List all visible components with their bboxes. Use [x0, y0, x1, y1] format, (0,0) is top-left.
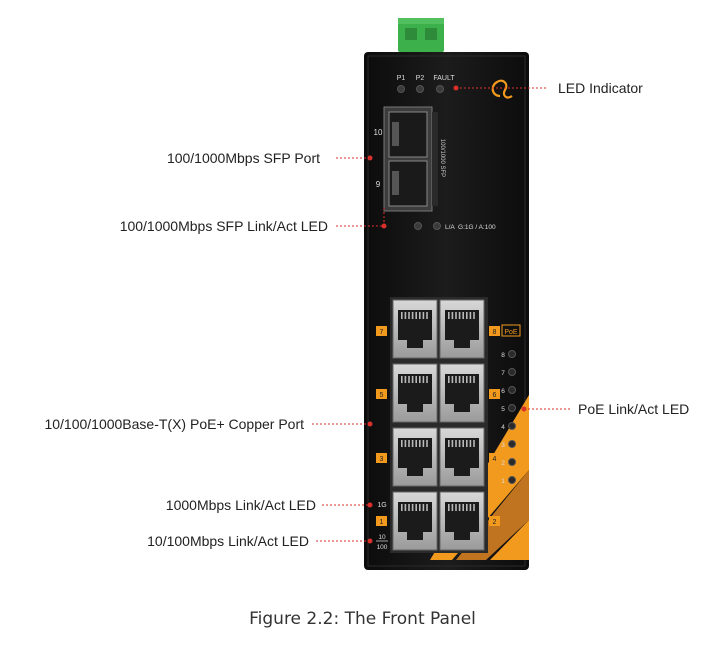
system-led-group: P1 P2 FAULT	[397, 75, 455, 93]
led-label-p2: P2	[416, 75, 425, 82]
port-number-8: 8	[493, 329, 497, 336]
port-number-6: 6	[493, 392, 497, 399]
callout-poe-led: PoE Link/Act LED	[578, 401, 690, 417]
poe-led-group: PoE 8 7 6 5 4 3 2 1	[501, 324, 521, 485]
poe-led	[508, 476, 516, 484]
poe-led	[508, 440, 516, 448]
speed-label-1g: 1G	[377, 502, 386, 509]
poe-led-number: 4	[501, 424, 505, 431]
poe-led-number: 6	[501, 388, 505, 395]
port-number-1: 1	[380, 519, 384, 526]
sfp-led-group: L/A G:1G / A:100	[414, 222, 496, 231]
power-terminal-block	[398, 18, 444, 52]
speed-label-100: 100	[377, 544, 388, 551]
sfp-port-number-10: 10	[374, 128, 383, 137]
rj45-port	[392, 491, 438, 551]
rj45-port	[392, 427, 438, 487]
port-number-5: 5	[380, 392, 384, 399]
poe-led-number: 7	[501, 370, 505, 377]
figure-caption: Figure 2.2: The Front Panel	[249, 609, 476, 629]
port-number-4: 4	[493, 456, 497, 463]
poe-led	[508, 386, 516, 394]
led-label-fault: FAULT	[433, 75, 455, 82]
sfp-led-label: L/A G:1G / A:100	[445, 224, 496, 231]
rj45-port	[439, 363, 485, 423]
poe-led-number: 2	[501, 460, 505, 467]
callout-led-1000: 1000Mbps Link/Act LED	[165, 497, 316, 513]
poe-led	[508, 458, 516, 466]
led-fault	[436, 85, 444, 93]
poe-led-number: 8	[501, 352, 505, 359]
poe-led	[508, 404, 516, 412]
poe-led	[508, 422, 516, 430]
poe-led-number: 3	[501, 442, 505, 449]
poe-led-number: 5	[501, 406, 505, 413]
port-number-2: 2	[493, 519, 497, 526]
poe-badge: PoE	[504, 329, 518, 336]
rj45-port	[439, 491, 485, 551]
copper-port-grid	[390, 297, 488, 553]
left-port-numbers: 7 5 3 1	[376, 326, 387, 526]
poe-led-number: 1	[501, 478, 505, 485]
port-number-7: 7	[380, 329, 384, 336]
sfp-cage: 10 9 100/1000 SFP	[374, 106, 445, 212]
sfp-vertical-label: 100/1000 SFP	[439, 139, 445, 177]
port-number-3: 3	[380, 456, 384, 463]
right-port-numbers: 8 6 4 2	[489, 326, 500, 526]
rj45-port	[439, 427, 485, 487]
callout-led-indicator: LED Indicator	[558, 80, 643, 96]
sfp-port-number-9: 9	[376, 180, 381, 189]
led-label-p1: P1	[397, 75, 406, 82]
poe-led	[508, 350, 516, 358]
callout-dots	[367, 85, 527, 544]
rj45-port	[392, 363, 438, 423]
callout-copper-port: 10/100/1000Base-T(X) PoE+ Copper Port	[44, 416, 304, 432]
callout-sfp-led: 100/1000Mbps SFP Link/Act LED	[119, 218, 328, 234]
callout-sfp-port: 100/1000Mbps SFP Port	[166, 150, 320, 166]
brand-logo-icon	[491, 79, 513, 99]
poe-led	[508, 368, 516, 376]
led-p1	[397, 85, 405, 93]
speed-label-10: 10	[378, 534, 386, 541]
rj45-port	[392, 299, 438, 359]
rj45-port	[439, 299, 485, 359]
callout-led-10-100: 10/100Mbps Link/Act LED	[147, 533, 309, 549]
led-p2	[416, 85, 424, 93]
